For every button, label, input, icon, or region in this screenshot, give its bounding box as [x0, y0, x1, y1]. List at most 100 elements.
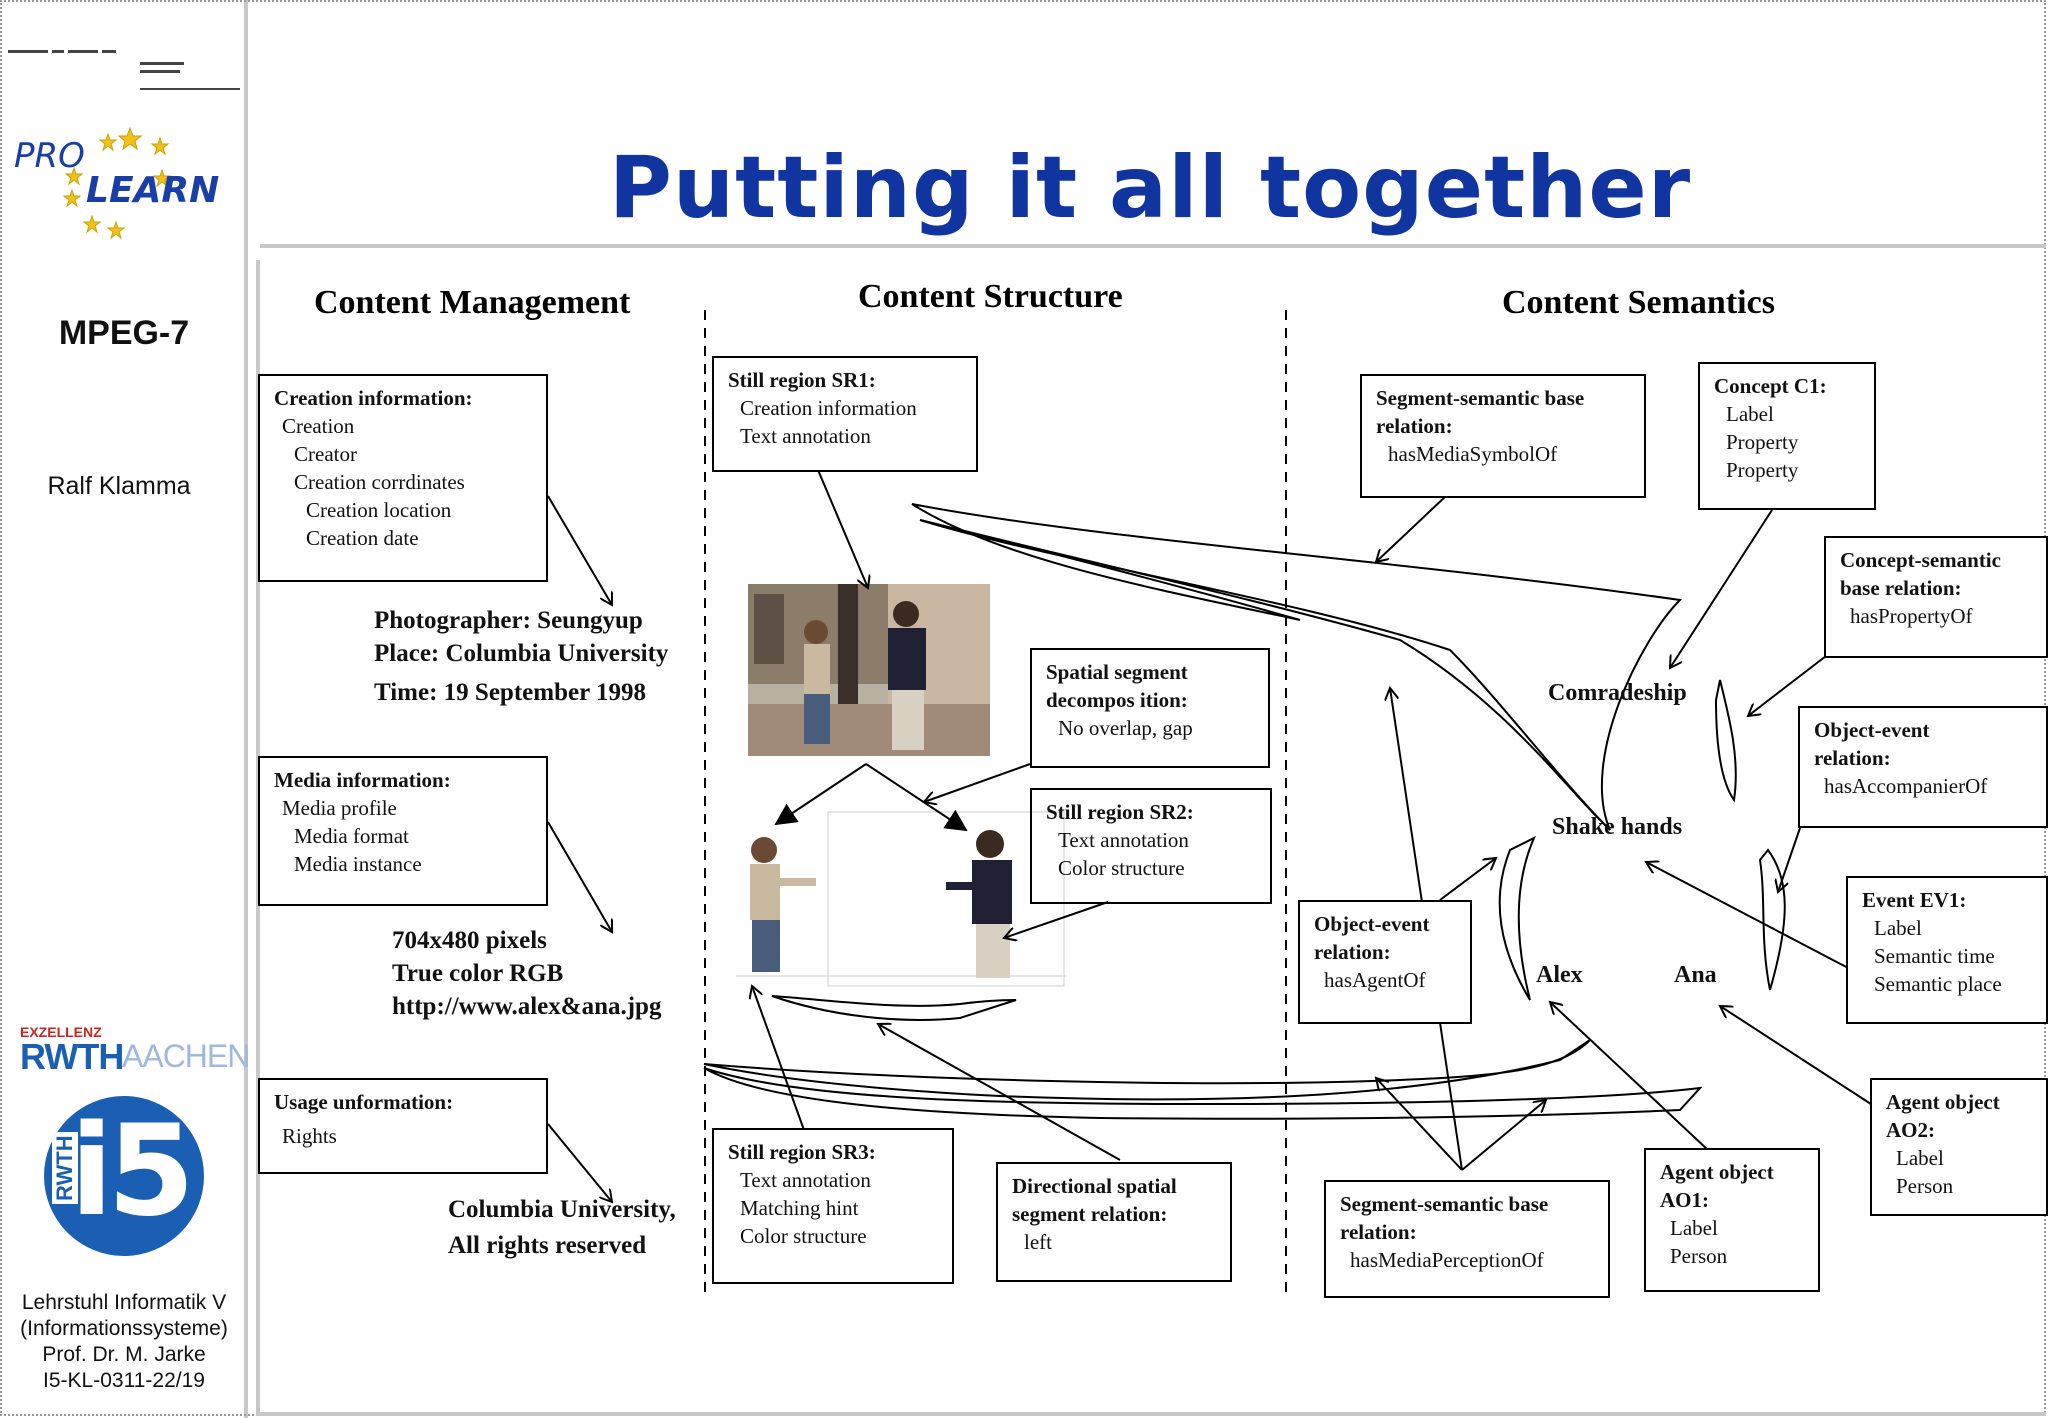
media-info-box: Media information: Media profile Media f…: [258, 756, 548, 906]
creation-values: Photographer: Seungyup Place: Columbia U…: [374, 604, 668, 709]
c1-property-line-2: Property: [1726, 458, 1799, 482]
has-accompanier-line: hasAccompanierOf: [1824, 774, 1988, 798]
i5-logo: i5 RWTH: [44, 1096, 204, 1256]
concept-sem-title-1: Concept-semantic: [1840, 548, 2001, 572]
concept-c1-title: Concept C1:: [1714, 374, 1827, 398]
creation-date-line: Creation date: [306, 526, 419, 550]
media-profile-line: Media profile: [282, 796, 397, 820]
ao2-title-1: Agent object: [1886, 1090, 2000, 1114]
has-agent-line: hasAgentOf: [1324, 968, 1426, 992]
segment-semantic-bottom-box: Segment-semantic base relation: hasMedia…: [1324, 1180, 1610, 1298]
sr1-title: Still region SR1:: [728, 368, 876, 392]
obj-event-left-title-2: relation:: [1314, 940, 1391, 964]
footer-line-id: I5-KL-0311-22/19: [43, 1369, 205, 1392]
directional-title-1: Directional spatial: [1012, 1174, 1177, 1198]
rights-line: Rights: [282, 1124, 337, 1148]
footer-info: Lehrstuhl Informatik V (Informationssyst…: [0, 1290, 248, 1394]
time-value: Time: 19 September 1998: [374, 679, 646, 706]
node-ana: Ana: [1674, 962, 1717, 988]
has-property-line: hasPropertyOf: [1850, 604, 1973, 628]
author-name: Ralf Klamma: [47, 472, 191, 500]
rights-reserved-value: All rights reserved: [448, 1232, 647, 1259]
logo-learn: LEARN: [86, 170, 220, 211]
event-ev1-title: Event EV1:: [1862, 888, 1967, 912]
ao1-label-line: Label: [1670, 1216, 1718, 1240]
photo-segmented: [736, 811, 1066, 987]
ev1-label-line: Label: [1874, 916, 1922, 940]
segment-semantic-top-box: Segment-semantic base relation: hasMedia…: [1360, 374, 1646, 498]
concept-semantic-box: Concept-semantic base relation: hasPrope…: [1824, 536, 2048, 658]
usage-info-title: Usage unformation:: [274, 1090, 454, 1114]
creation-coordinates-line: Creation corrdinates: [294, 470, 465, 494]
ao1-title-2: AO1:: [1660, 1188, 1709, 1212]
footer-line-chair: Lehrstuhl Informatik V: [21, 1291, 227, 1314]
agent-ao1-box: Agent object AO1: Label Person: [1644, 1148, 1820, 1292]
node-shake-hands: Shake hands: [1552, 814, 1683, 840]
column-head-structure: Content Structure: [858, 278, 1123, 315]
ao2-label-line: Label: [1896, 1146, 1944, 1170]
still-region-sr3-box: Still region SR3: Text annotation Matchi…: [712, 1128, 954, 1284]
spatial-title-2: decompos ition:: [1046, 688, 1188, 712]
concept-sem-title-2: base relation:: [1840, 576, 1962, 600]
sr3-matching-line: Matching hint: [740, 1196, 859, 1220]
seg-sem-bottom-title-2: relation:: [1340, 1220, 1417, 1244]
url-value: http://www.alex&ana.jpg: [392, 993, 662, 1020]
sr2-title: Still region SR2:: [1046, 800, 1194, 824]
pixels-value: 704x480 pixels: [392, 927, 547, 954]
node-alex: Alex: [1536, 962, 1583, 988]
prolearn-logo: PRO LEARN: [12, 120, 232, 240]
has-media-perception-line: hasMediaPerceptionOf: [1350, 1248, 1544, 1272]
i5-label: i5: [70, 1097, 195, 1244]
creation-location-line: Creation location: [306, 498, 452, 522]
sr1-creation-line: Creation information: [740, 396, 917, 420]
node-comradeship: Comradeship: [1548, 680, 1687, 706]
media-values: 704x480 pixels True color RGB http://www…: [392, 924, 661, 1023]
directional-relation-box: Directional spatial segment relation: le…: [996, 1162, 1232, 1282]
ao1-title-1: Agent object: [1660, 1160, 1774, 1184]
ao2-title-2: AO2:: [1886, 1118, 1935, 1142]
spatial-decomposition-box: Spatial segment decompos ition: No overl…: [1030, 648, 1270, 768]
aachen-label: AACHEN: [122, 1038, 250, 1074]
still-region-sr2-box: Still region SR2: Text annotation Color …: [1030, 788, 1272, 904]
object-event-right-box: Object-event relation: hasAccompanierOf: [1798, 706, 2048, 828]
column-head-semantics: Content Semantics: [1502, 284, 1775, 321]
sr3-title: Still region SR3:: [728, 1140, 876, 1164]
footer-line-dept: (Informationssysteme): [20, 1317, 228, 1340]
directional-title-2: segment relation:: [1012, 1202, 1168, 1226]
sr3-color-line: Color structure: [740, 1224, 867, 1248]
ev1-place-line: Semantic place: [1874, 972, 2002, 996]
agent-ao2-box: Agent object AO2: Label Person: [1870, 1078, 2048, 1216]
obj-event-left-title-1: Object-event: [1314, 912, 1430, 936]
seg-sem-bottom-title-1: Segment-semantic base: [1340, 1192, 1549, 1216]
ev1-time-line: Semantic time: [1874, 944, 1995, 968]
obj-event-right-title-2: relation:: [1814, 746, 1891, 770]
usage-values: Columbia University, All rights reserved: [448, 1192, 676, 1264]
creation-line: Creation: [282, 414, 355, 438]
directional-left-line: left: [1024, 1230, 1052, 1254]
sr2-text-line: Text annotation: [1058, 828, 1189, 852]
place-value: Place: Columbia University: [374, 640, 669, 667]
column-dividers: [704, 310, 1287, 1300]
prolearn-stars-icon: [62, 126, 172, 240]
c1-label-line: Label: [1726, 402, 1774, 426]
title-divider: [260, 244, 2046, 248]
seg-sem-top-title-1: Segment-semantic base: [1376, 386, 1585, 410]
slide-title: Putting it all together: [608, 138, 1692, 238]
rwth-label: RWTH: [20, 1036, 124, 1077]
photographer-value: Photographer: Seungyup: [374, 607, 643, 634]
rwth-logo: EXZELLENZ RWTH AACHEN: [20, 1024, 250, 1080]
footer-line-prof: Prof. Dr. M. Jarke: [42, 1343, 206, 1366]
logo-pro: PRO: [14, 136, 85, 176]
photo-alex-ana: [748, 584, 990, 756]
sr3-text-line: Text annotation: [740, 1168, 871, 1192]
color-value: True color RGB: [392, 960, 564, 987]
event-ev1-box: Event EV1: Label Semantic time Semantic …: [1846, 876, 2048, 1024]
scan-noise: [8, 50, 240, 90]
sr1-text-line: Text annotation: [740, 424, 871, 448]
concept-c1-box: Concept C1: Label Property Property: [1698, 362, 1876, 510]
c1-property-line-1: Property: [1726, 430, 1799, 454]
media-instance-line: Media instance: [294, 852, 422, 876]
ao1-person-line: Person: [1670, 1244, 1728, 1268]
seg-sem-top-title-2: relation:: [1376, 414, 1453, 438]
